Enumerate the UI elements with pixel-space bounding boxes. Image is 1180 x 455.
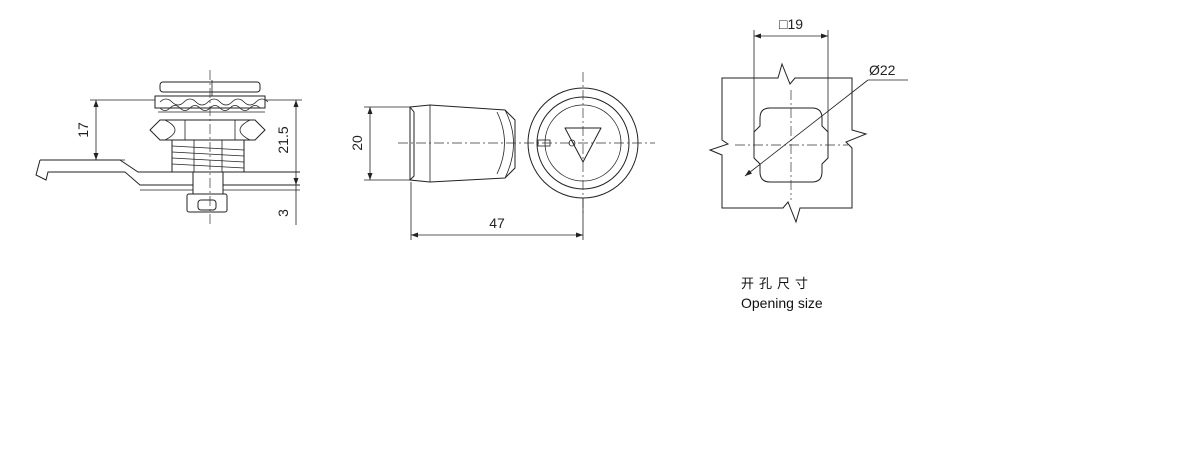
dim-diameter-22-label: Ø22 (869, 62, 896, 78)
front-view: 20 47 (349, 72, 655, 240)
caption-english: Opening size (741, 295, 823, 311)
cutout-view: □19 Ø22 (708, 16, 908, 224)
opening-size-caption: 开孔尺寸 Opening size (741, 275, 861, 313)
dim-20-label: 20 (349, 135, 365, 151)
side-view: 17 21.5 3 (35, 70, 302, 225)
caption-chinese: 开孔尺寸 (741, 276, 814, 291)
dim-square-19-label: □19 (779, 16, 803, 32)
dim-21-5-label: 21.5 (275, 126, 291, 153)
dim-17-label: 17 (75, 122, 91, 138)
dim-47-label: 47 (489, 215, 505, 231)
dim-3-label: 3 (275, 209, 291, 217)
